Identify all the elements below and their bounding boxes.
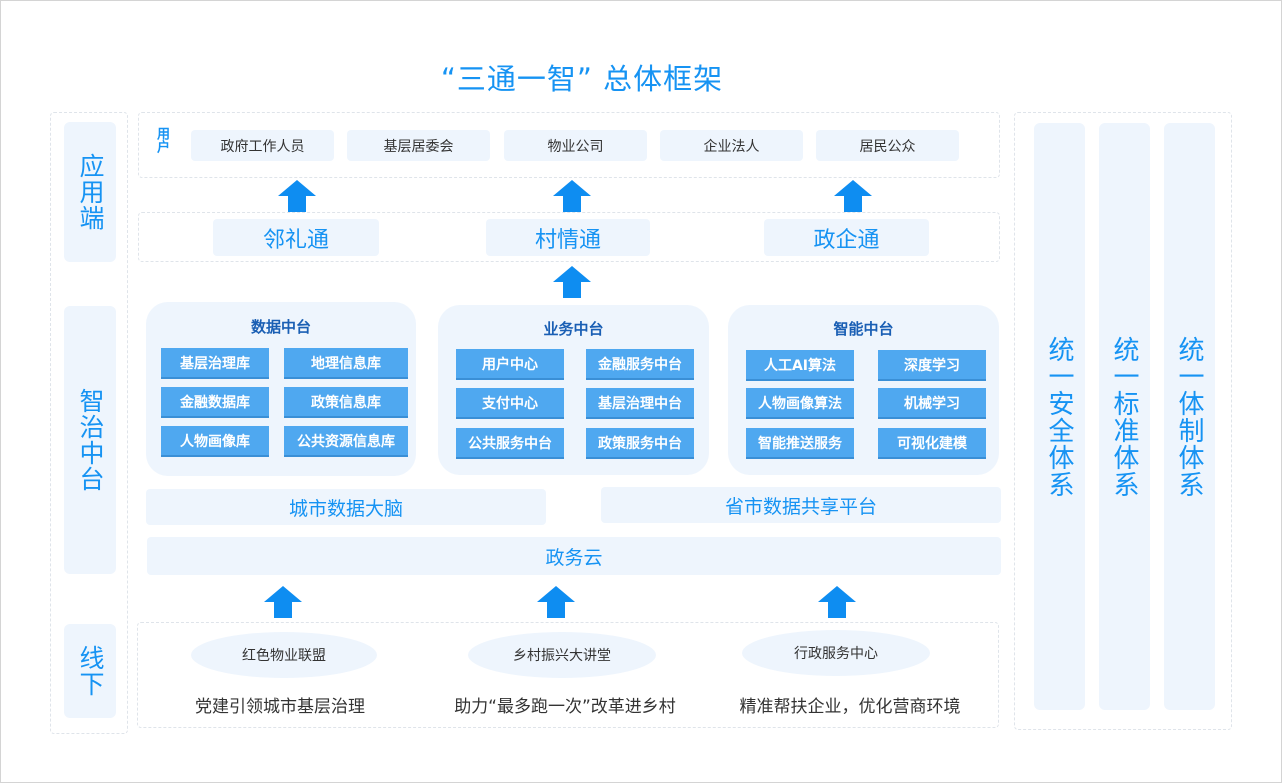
left-column xyxy=(50,112,128,734)
up-arrow-icon xyxy=(816,586,858,618)
user-pill-gov-staff: 政府工作人员 xyxy=(191,130,334,161)
system-standard: 统一标准体系 xyxy=(1099,123,1150,710)
apps-row xyxy=(138,212,1000,262)
hub-data-chip: 公共资源信息库 xyxy=(284,426,408,455)
offline-red-property-alliance: 红色物业联盟 xyxy=(191,632,377,678)
hub-business-chip: 用户中心 xyxy=(456,349,564,378)
hub-business-chip: 基层治理中台 xyxy=(586,388,694,417)
label-middle-layer: 智治中台 xyxy=(64,306,116,574)
up-arrow-icon xyxy=(262,586,304,618)
hub-intelligent-chip: 机械学习 xyxy=(878,388,986,417)
offline-rural-revitalization-lecture: 乡村振兴大讲堂 xyxy=(468,632,656,678)
hub-data-chip: 政策信息库 xyxy=(284,387,408,416)
hub-business-chip: 公共服务中台 xyxy=(456,428,564,457)
user-pill-residents: 居民公众 xyxy=(816,130,959,161)
label-offline-layer: 线下 xyxy=(64,624,116,718)
hub-data-chip: 金融数据库 xyxy=(161,387,269,416)
hub-business-chip: 金融服务中台 xyxy=(586,349,694,378)
province-data-share-platform: 省市数据共享平台 xyxy=(601,487,1001,523)
system-institution: 统一体制体系 xyxy=(1164,123,1215,710)
users-label: 用户 xyxy=(154,127,169,153)
gov-cloud: 政务云 xyxy=(147,537,1001,575)
offline-caption: 助力“最多跑一次”改革进乡村 xyxy=(454,697,676,717)
hub-data-title: 数据中台 xyxy=(250,318,311,336)
hub-intelligent-chip: 人工AI算法 xyxy=(746,350,854,379)
app-cunqingtong: 村情通 xyxy=(486,219,650,256)
offline-admin-service-center: 行政服务中心 xyxy=(742,630,930,676)
offline-caption: 党建引领城市基层治理 xyxy=(195,697,365,717)
hub-business-chip: 支付中心 xyxy=(456,388,564,417)
right-column xyxy=(1014,112,1232,730)
city-data-brain: 城市数据大脑 xyxy=(146,489,546,525)
hub-data-chip: 基层治理库 xyxy=(161,348,269,377)
hub-business-title: 业务中台 xyxy=(543,320,604,338)
label-middle-text: 智治中台 xyxy=(76,388,105,492)
app-zhengqitong: 政企通 xyxy=(764,219,929,256)
label-app-text: 应用端 xyxy=(76,153,105,231)
user-pill-committee: 基层居委会 xyxy=(347,130,490,161)
up-arrow-icon xyxy=(535,586,577,618)
hub-intelligent-title: 智能中台 xyxy=(833,320,894,338)
offline-row xyxy=(137,622,999,728)
hub-intelligent-chip: 人物画像算法 xyxy=(746,388,854,417)
up-arrow-icon xyxy=(553,266,591,298)
label-offline-text: 线下 xyxy=(76,645,105,697)
offline-caption: 精准帮扶企业，优化营商环境 xyxy=(739,697,961,717)
users-row xyxy=(138,112,1000,178)
user-pill-enterprise: 企业法人 xyxy=(660,130,803,161)
system-institution-text: 统一体制体系 xyxy=(1174,335,1204,498)
up-arrow-icon xyxy=(553,180,591,212)
system-security-text: 统一安全体系 xyxy=(1044,335,1074,498)
up-arrow-icon xyxy=(834,180,872,212)
hub-data-chip: 人物画像库 xyxy=(161,426,269,455)
hub-intelligent-chip: 深度学习 xyxy=(878,350,986,379)
system-standard-text: 统一标准体系 xyxy=(1109,335,1139,498)
app-linlitong: 邻礼通 xyxy=(213,219,379,256)
hub-intelligent-chip: 智能推送服务 xyxy=(746,428,854,457)
hub-business-chip: 政策服务中台 xyxy=(586,428,694,457)
up-arrow-icon xyxy=(278,180,316,212)
hub-intelligent-chip: 可视化建模 xyxy=(878,428,986,457)
system-security: 统一安全体系 xyxy=(1034,123,1085,710)
diagram-title: “三通一智” 总体框架 xyxy=(440,62,724,96)
user-pill-property: 物业公司 xyxy=(504,130,647,161)
hub-data-chip: 地理信息库 xyxy=(284,348,408,377)
label-app-layer: 应用端 xyxy=(64,122,116,262)
